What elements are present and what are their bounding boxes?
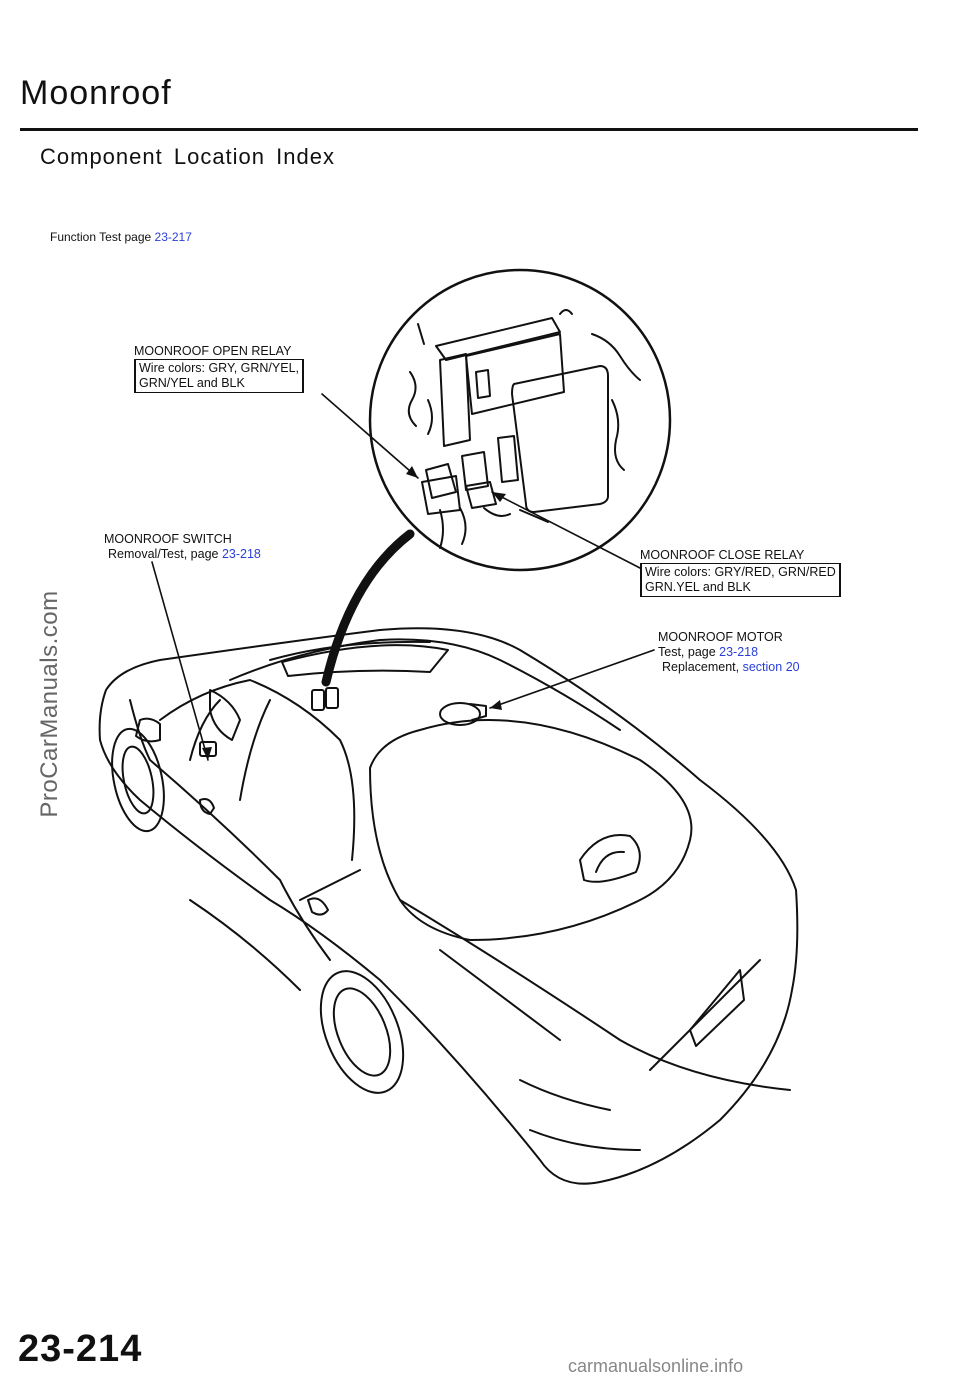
close-relay-callout: MOONROOF CLOSE RELAY Wire colors: GRY/RE… bbox=[640, 548, 841, 597]
motor-test-line: Test, page 23-218 bbox=[658, 645, 800, 660]
switch-test-line: Removal/Test, page 23-218 bbox=[104, 547, 261, 562]
motor-test-label: Test, page bbox=[658, 645, 720, 659]
close-relay-name: MOONROOF CLOSE RELAY bbox=[640, 548, 805, 562]
section-subtitle: Component Location Index bbox=[40, 144, 335, 169]
open-relay-wire-colors: Wire colors: GRY, GRN/YEL, GRN/YEL and B… bbox=[134, 359, 304, 393]
motor-replace-link[interactable]: section 20 bbox=[742, 660, 800, 674]
open-relay-wires-line2: GRN/YEL and BLK bbox=[139, 376, 245, 390]
title-rule bbox=[20, 128, 918, 131]
open-relay-name: MOONROOF OPEN RELAY bbox=[134, 344, 292, 358]
switch-test-label: Removal/Test, page bbox=[108, 547, 222, 561]
close-relay-wires-line1: Wire colors: GRY/RED, GRN/RED bbox=[645, 565, 836, 579]
motor-test-link[interactable]: 23-218 bbox=[719, 645, 759, 659]
function-test-link[interactable]: 23-217 bbox=[154, 230, 192, 244]
close-relay-wire-colors: Wire colors: GRY/RED, GRN/RED GRN.YEL an… bbox=[640, 563, 841, 597]
switch-test-link[interactable]: 23-218 bbox=[221, 547, 261, 561]
page-title: Moonroof bbox=[20, 74, 172, 112]
moonroof-motor-part bbox=[439, 702, 487, 726]
motor-name: MOONROOF MOTOR bbox=[658, 630, 783, 644]
car-body bbox=[98, 627, 799, 1185]
page-number: 23-214 bbox=[18, 1328, 143, 1370]
relay-cluster bbox=[407, 309, 641, 549]
open-relay-wires-line1: Wire colors: GRY, GRN/YEL, bbox=[139, 361, 299, 375]
inset-pointer bbox=[321, 529, 415, 687]
moonroof-switch-part bbox=[311, 687, 339, 711]
function-test-label: Function Test page bbox=[50, 230, 155, 244]
motor-replace-label: Replacement, bbox=[662, 660, 743, 674]
inset-circle bbox=[368, 268, 672, 572]
watermark-left: ProCarManuals.com bbox=[36, 590, 63, 818]
motor-replace-line: Replacement, section 20 bbox=[658, 660, 800, 675]
watermark-bottom: carmanualsonline.info bbox=[568, 1356, 744, 1376]
close-relay-wires-line2: GRN.YEL and BLK bbox=[645, 580, 751, 594]
switch-callout: MOONROOF SWITCH Removal/Test, page 23-21… bbox=[104, 532, 261, 562]
open-relay-callout: MOONROOF OPEN RELAY Wire colors: GRY, GR… bbox=[134, 344, 304, 393]
motor-callout: MOONROOF MOTOR Test, page 23-218 Replace… bbox=[658, 630, 800, 675]
arrowheads bbox=[202, 466, 506, 760]
switch-name: MOONROOF SWITCH bbox=[104, 532, 232, 546]
leader-lines bbox=[151, 393, 655, 761]
function-test-line: Function Test page 23-217 bbox=[50, 230, 192, 244]
